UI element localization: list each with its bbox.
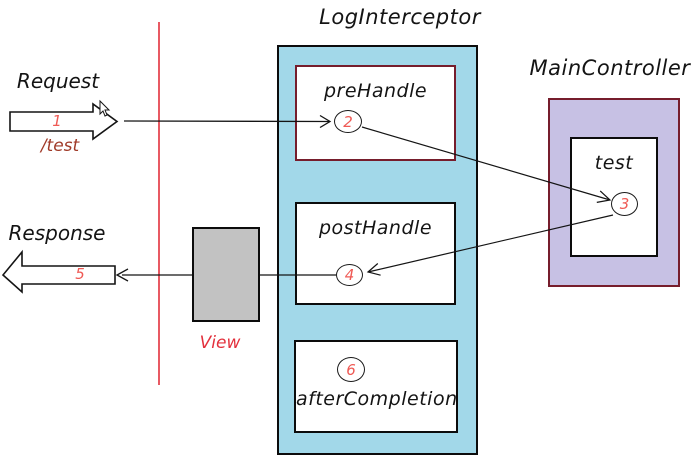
step-6-number: 6 — [346, 360, 356, 379]
test-label: test — [594, 152, 634, 174]
step-5-number: 5 — [75, 265, 85, 283]
request-to-prehandle-arrowhead — [319, 114, 332, 129]
request-label: Request — [16, 69, 100, 93]
prehandle-to-test-arrowhead — [596, 190, 612, 203]
request-block-arrow — [9, 102, 119, 141]
test-to-posthandle-line — [367, 214, 614, 273]
maincontroller-title: MainController — [529, 56, 691, 80]
loginterceptor-title: LogInterceptor — [319, 5, 481, 29]
prehandle-box: preHandle — [295, 65, 456, 161]
response-block-arrow — [1, 249, 116, 294]
aftercompletion-box: afterCompletion — [294, 340, 458, 433]
posthandle-label: postHandle — [318, 217, 433, 239]
step-1-number: 1 — [52, 112, 62, 130]
step-3-number: 3 — [619, 195, 630, 213]
step-6-circle: 6 — [337, 357, 365, 382]
step-4-number: 4 — [344, 266, 355, 284]
response-label: Response — [8, 221, 106, 245]
posthandle-to-response-arrowhead — [115, 268, 129, 282]
step-2-number: 2 — [343, 112, 353, 131]
posthandle-box: postHandle — [295, 202, 456, 305]
step-2-circle: 2 — [334, 110, 362, 133]
test-to-posthandle-arrowhead — [366, 263, 381, 276]
step-4-circle: 4 — [336, 264, 363, 286]
prehandle-to-test-line — [361, 126, 611, 201]
aftercompletion-label: afterCompletion — [296, 388, 458, 410]
request-to-prehandle-line — [123, 120, 331, 123]
prehandle-label: preHandle — [323, 80, 428, 102]
request-path-label: /test — [40, 136, 80, 156]
view-label: View — [199, 333, 241, 353]
mouse-cursor-icon — [99, 99, 111, 117]
view-box — [192, 227, 260, 322]
step-3-circle: 3 — [611, 192, 638, 216]
